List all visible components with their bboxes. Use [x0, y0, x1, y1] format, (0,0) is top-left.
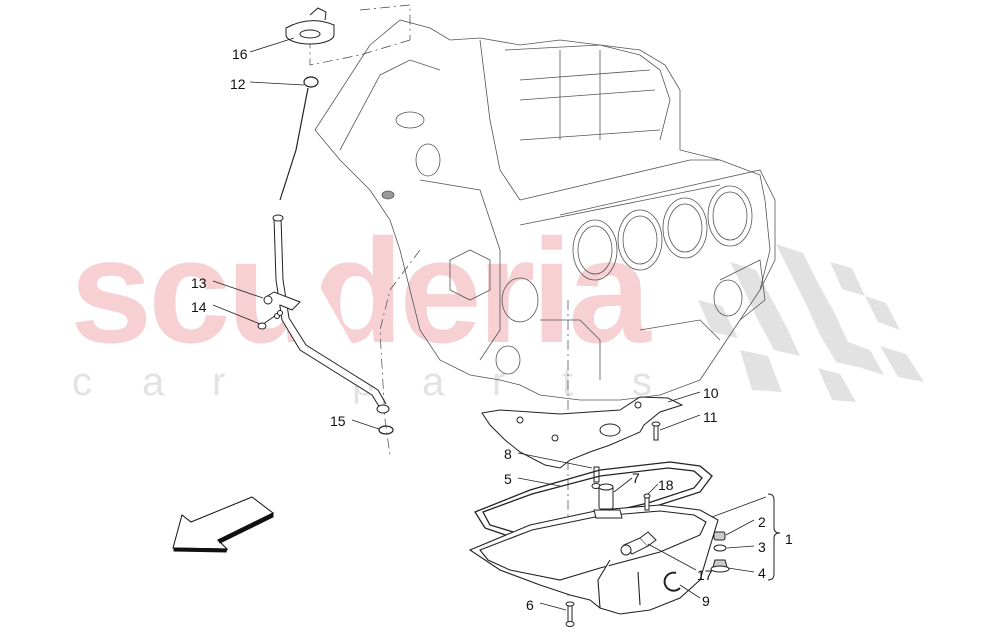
watermark-tagline: carparts — [72, 360, 652, 404]
oil-valve — [593, 483, 623, 519]
callout-11[interactable]: 11 — [703, 409, 718, 425]
callout-3[interactable]: 3 — [758, 539, 766, 555]
callout-4[interactable]: 4 — [758, 565, 766, 581]
dipstick-tube — [263, 214, 390, 414]
callout-2[interactable]: 2 — [758, 514, 766, 530]
drain-plug-kit — [710, 531, 730, 573]
engine-block — [314, 19, 776, 401]
callout-14[interactable]: 14 — [191, 299, 207, 315]
oil-pan — [468, 504, 719, 615]
callout-12[interactable]: 12 — [230, 76, 246, 92]
callout-18[interactable]: 18 — [658, 477, 674, 493]
dashed-reference-lines — [309, 4, 569, 600]
circlip — [663, 571, 681, 592]
callout-10[interactable]: 10 — [703, 385, 719, 401]
oil-filler-cap — [285, 7, 335, 45]
checkered-flag-icon — [698, 244, 924, 402]
oil-dipstick — [279, 76, 319, 201]
callout-8[interactable]: 8 — [504, 446, 512, 462]
callout-6[interactable]: 6 — [526, 597, 534, 613]
callout-9[interactable]: 9 — [702, 593, 710, 609]
leader-lines — [212, 37, 767, 611]
callout-16[interactable]: 16 — [232, 46, 248, 62]
baffle-plate — [481, 396, 684, 469]
front-of-vehicle-arrow — [172, 496, 274, 553]
bracket-bolt — [257, 310, 283, 330]
callout-5[interactable]: 5 — [504, 471, 512, 487]
pan-bolt — [565, 601, 575, 627]
callout-1[interactable]: 1 — [785, 531, 793, 547]
o-ring — [378, 425, 394, 435]
callout-15[interactable]: 15 — [330, 413, 346, 429]
valve-bolt — [643, 493, 651, 511]
callout-17[interactable]: 17 — [697, 567, 713, 583]
callout-13[interactable]: 13 — [191, 275, 207, 291]
baffle-bolt — [651, 421, 661, 441]
callout-7[interactable]: 7 — [632, 470, 640, 486]
oil-sensor — [620, 531, 657, 556]
watermark-brand: scuderia — [70, 209, 651, 374]
gasket-bolt — [591, 466, 601, 489]
assembly-bracket — [767, 493, 781, 581]
